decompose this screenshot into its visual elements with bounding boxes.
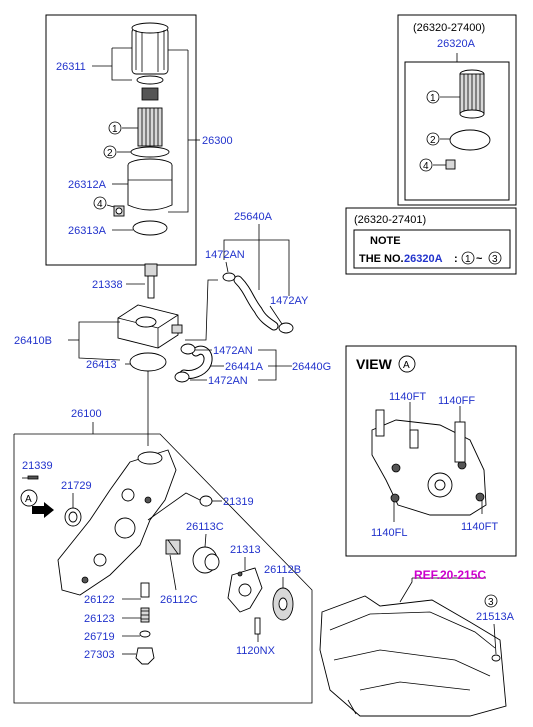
kit-box-code: (26320-27400) [413,22,485,34]
view-label-1140FT-b: 1140FT [461,521,498,533]
inner-rotor [165,539,181,555]
label-25640A: 25640A [234,211,273,223]
label-21313: 21313 [230,544,261,556]
label-26300: 26300 [202,135,233,147]
kit-o-ring [449,129,491,151]
filter-element [137,107,163,147]
filter-top-cap [131,22,169,101]
svg-text:3: 3 [492,254,498,265]
label-26123: 26123 [84,613,115,625]
kit-box [397,14,517,206]
view-a-box [345,345,517,557]
label-27303: 27303 [84,649,115,661]
bolt-1120NX [254,617,261,635]
svg-text:2: 2 [107,148,113,159]
drain-plug-small [113,205,125,217]
label-26112B: 26112B [264,564,301,576]
marker-1-filter: 1 [108,121,122,135]
outer-rotor [192,546,220,574]
svg-text:1: 1 [112,124,118,135]
view-a-arrow-marker: A [20,489,54,518]
label-1472AN-c: 1472AN [208,375,248,387]
marker-2-kit: 2 [426,132,440,146]
view-label-1140FF: 1140FF [438,395,475,407]
svg-text:3: 3 [488,597,494,608]
oil-pump-body [57,449,177,596]
label-1120NX: 1120NX [236,645,276,657]
label-26441A: 26441A [225,361,264,373]
note-text-part: 26320A [404,253,443,265]
view-label-1140FT-a: 1140FT [389,391,426,403]
svg-text:A: A [403,360,410,371]
view-title: VIEW [356,356,393,372]
note-box [345,207,517,275]
marker-2-filter: 2 [103,145,117,159]
housing-o-ring [132,220,168,236]
label-26312A: 26312A [68,179,107,191]
note-text-prefix: THE NO. [359,253,404,265]
filter-housing [127,158,173,211]
oil-cooler [117,304,183,349]
label-26100: 26100 [71,408,102,420]
label-21338: 21338 [92,279,123,291]
kit-inner-box [404,61,510,201]
oil-pressure-switch [144,263,158,299]
kit-box-part: 26320A [437,38,476,50]
label-26113C: 26113C [186,521,224,533]
note-code: (26320-27401) [354,214,426,226]
clamp-lower-b [174,371,190,383]
marker-4-kit: 4 [419,158,433,172]
label-26122: 26122 [84,594,115,606]
note-title: NOTE [370,235,401,247]
oil-pan [319,595,507,717]
label-1472AY: 1472AY [270,295,309,307]
pump-cover-21313 [227,567,263,613]
cooler-gasket [129,352,167,372]
note-inner-box [353,229,511,269]
svg-text:A: A [25,494,32,505]
label-21513A: 21513A [476,611,515,623]
svg-text:2: 2 [430,135,436,146]
clamp-right [278,322,294,334]
view-label-1140FL: 1140FL [371,527,408,539]
marker-1-kit: 1 [426,90,440,104]
kit-filter-element [459,69,485,119]
label-1472AN-b: 1472AN [213,345,253,357]
note-marker-1: 1 [461,251,475,265]
label-1472AN-a: 1472AN [205,249,245,261]
note-colon: : [454,253,458,265]
svg-text:1: 1 [430,93,436,104]
label-26410B: 26410B [14,335,52,347]
filter-o-ring [130,146,170,158]
marker-3-pan: 3 [484,594,498,608]
label-26413: 26413 [86,359,117,371]
kit-plug [445,159,456,170]
label-26112C: 26112C [160,594,198,606]
o-ring-21319 [199,495,213,507]
label-26313A: 26313A [68,225,107,237]
note-range-sep: ~ [476,253,483,265]
drive-gear [272,587,294,621]
clamp-upper [222,272,236,282]
label-26719: 26719 [84,631,115,643]
label-21729: 21729 [61,480,92,492]
relief-valve-stack [135,582,155,665]
note-marker-3: 3 [488,251,502,265]
svg-text:4: 4 [97,199,103,210]
clamp-lower-a [180,343,196,355]
svg-text:1: 1 [465,254,471,265]
label-21339: 21339 [22,460,53,472]
view-a-pump-drawing [371,409,487,516]
ref-link[interactable]: REF.20-215C [414,568,486,582]
svg-text:4: 4 [423,161,429,172]
dowel-pin [27,475,39,480]
label-26311: 26311 [56,61,86,73]
view-marker-a: A [398,355,416,373]
label-21319: 21319 [223,496,254,508]
pump-assembly-box [13,433,313,704]
marker-4-filter: 4 [93,196,107,210]
label-26440G: 26440G [292,361,331,373]
